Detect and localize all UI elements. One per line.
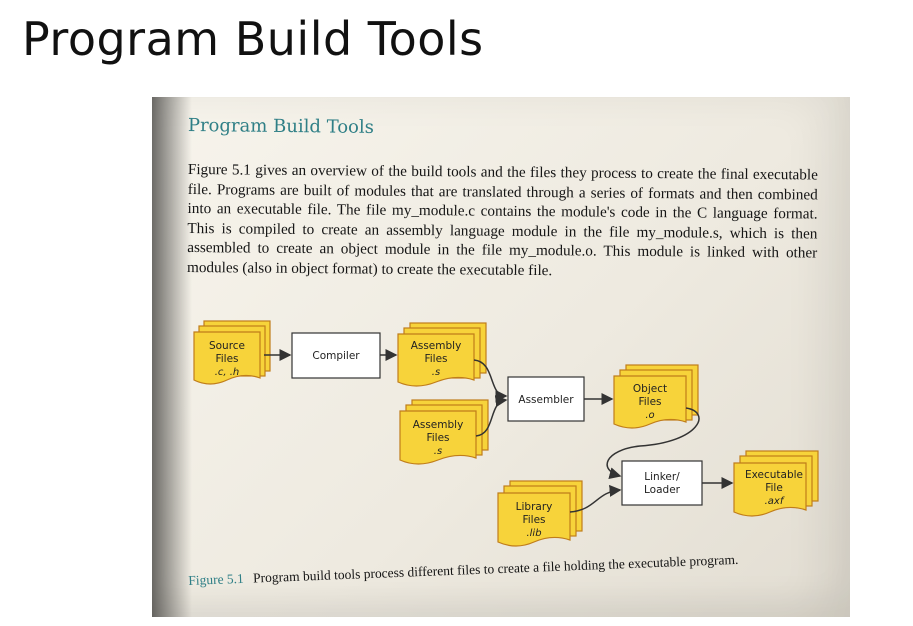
object-files-label-1: Object (633, 383, 667, 395)
source-files-label-3: .c, .h (215, 367, 240, 378)
assembly-files-1-label-1: Assembly (411, 340, 462, 352)
object-files-label-3: .o (645, 410, 654, 421)
source-files-label-1: Source (209, 340, 245, 352)
source-files-node: Source Files .c, .h (193, 320, 271, 385)
assembler-label: Assembler (518, 394, 574, 406)
assembly-files-1-label-2: Files (424, 353, 447, 365)
assembly-files-2-label-1: Assembly (413, 419, 464, 431)
linker-label-1: Linker/ (644, 471, 680, 483)
arrow-library-to-linker (569, 484, 622, 513)
slide-title: Program Build Tools (22, 12, 484, 66)
compiler-node: Compiler (291, 332, 381, 379)
assembly-files-node-2: Assembly Files .s (399, 399, 489, 465)
assembler-node: Assembler (507, 376, 585, 422)
library-files-label-3: .lib (526, 528, 541, 539)
source-files-label-2: Files (215, 353, 238, 365)
figure-number: Figure 5.1 (188, 570, 245, 588)
executable-label-2: File (765, 482, 783, 494)
compiler-label: Compiler (312, 350, 360, 362)
executable-label-3: .axf (765, 496, 785, 507)
assembly-files-2-label-2: Files (426, 432, 449, 444)
library-files-label-2: Files (522, 514, 545, 526)
assembly-files-node-1: Assembly Files .s (397, 322, 487, 387)
library-files-label-1: Library (516, 501, 553, 513)
arrow-assembly1-to-assembler (473, 359, 508, 402)
linker-label-2: Loader (644, 484, 681, 496)
object-files-node: Object Files .o (613, 364, 699, 429)
executable-file-node: Executable File .axf (733, 450, 819, 517)
linker-loader-node: Linker/ Loader (621, 460, 703, 506)
object-files-label-2: Files (638, 396, 661, 408)
executable-label-1: Executable (745, 469, 803, 481)
assembly-files-2-label-3: .s (434, 446, 442, 457)
page-edge-shadow (152, 97, 192, 617)
library-files-node: Library Files .lib (497, 480, 583, 547)
arrow-object-to-linker (606, 407, 700, 480)
arrow-assembly2-to-assembler (475, 395, 508, 437)
assembly-files-1-label-3: .s (432, 367, 440, 378)
